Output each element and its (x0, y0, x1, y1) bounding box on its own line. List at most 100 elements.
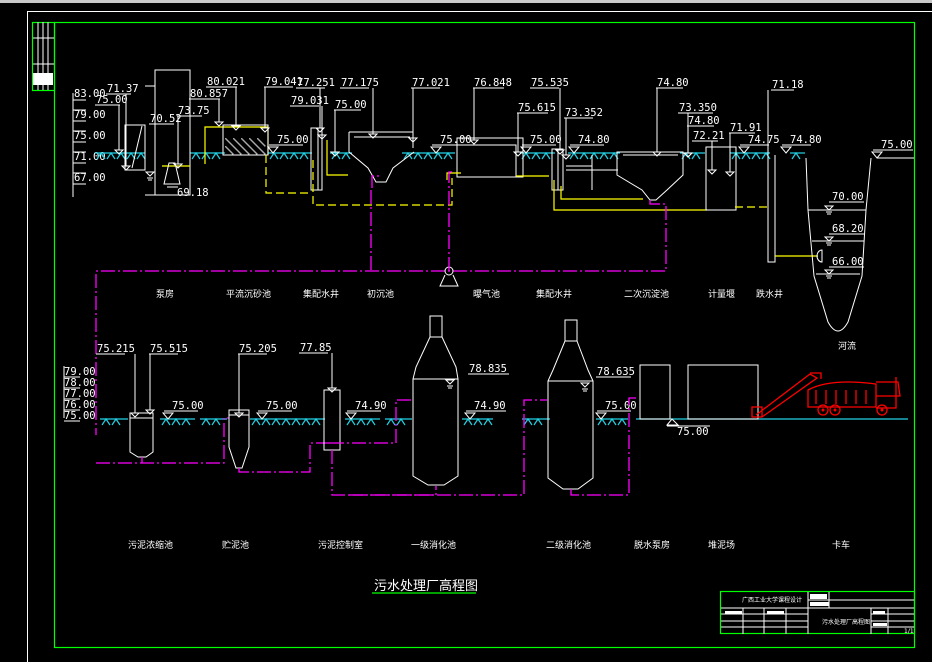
water-level-marker (326, 387, 338, 393)
water-level-marker (230, 125, 242, 131)
grit-dot (242, 139, 244, 141)
ground-hatch (691, 151, 701, 160)
unit-labels: 泵房平流沉砂池集配水井初沉池曝气池集配水井二次沉淀池计量堰跌水井河流污泥浓缩池贮… (128, 288, 856, 551)
scale-tick-label: 75.00 (64, 410, 96, 422)
unit-label-upper: 曝气池 (473, 288, 500, 300)
ground-hatch (161, 417, 171, 426)
ground-level-label: 74.90 (355, 400, 387, 412)
ground-level-label: 74.80 (790, 134, 822, 146)
water-level-marker (213, 121, 225, 127)
grit-dot (226, 139, 228, 141)
water-level-marker (172, 163, 184, 169)
grit-dot (263, 152, 265, 154)
elevation-label: 79.031 (291, 95, 329, 107)
title-block-school: 广西工业大学课程设计 (742, 596, 802, 604)
elevation-label: 75.615 (518, 102, 556, 114)
water-level-marker (682, 152, 694, 158)
elevation-label: 74.80 (657, 77, 689, 89)
ground-hatch (271, 417, 281, 426)
unit-label-lower: 二级消化池 (546, 539, 591, 551)
grit-dot (251, 140, 253, 142)
grit-dot (232, 153, 234, 155)
grit-dot (255, 152, 257, 154)
ground-hatch (579, 151, 589, 160)
water-surface-icon (579, 382, 591, 392)
unit-label-upper: 跌水井 (756, 288, 783, 300)
grit-dot (252, 149, 254, 151)
ground-level-label: 75.00 (881, 139, 913, 151)
water-surface-icon (444, 379, 456, 389)
grit-dot (233, 146, 235, 148)
title-block: 广西工业大学课程设计 污水处理厂高程图 1/1 (719, 590, 916, 635)
grit-dot (250, 139, 252, 141)
ground-hatch (96, 151, 106, 160)
grit-dot (248, 153, 250, 155)
window-top-bar (0, 0, 932, 3)
water-surface-icon (823, 205, 835, 215)
ground-hatch (433, 151, 443, 160)
grit-dot (244, 149, 246, 151)
ground-hatch (301, 417, 311, 426)
ground-hatch (597, 417, 607, 426)
grit-dot (240, 153, 242, 155)
elevation-label: 80.857 (190, 88, 228, 100)
unit-label-lower: 脱水泵房 (634, 539, 670, 551)
grit-dot (263, 144, 265, 146)
unit-label-upper: 平流沉砂池 (226, 288, 271, 300)
ground-hatch (111, 417, 121, 426)
grit-dot (261, 150, 263, 152)
elevation-label: 77.85 (300, 342, 332, 354)
truck-hub (833, 408, 837, 412)
elevation-label: 75.00 (335, 99, 367, 111)
grit-dot (234, 139, 236, 141)
elevation-label: 79.041 (265, 76, 303, 88)
sludge-pump-base (439, 274, 459, 287)
unit-label-upper: 初沉池 (367, 288, 394, 300)
grit-dot (261, 142, 263, 144)
ground-hatch (201, 417, 211, 426)
sludge-pump (370, 171, 459, 287)
grit-dot (242, 147, 244, 149)
bypass-pipe (265, 155, 312, 194)
grit-dot (245, 150, 247, 152)
unit-label-upper: 集配水井 (303, 288, 339, 300)
thickener-body (129, 412, 154, 458)
grit-dot (255, 144, 257, 146)
elevation-label: 69.18 (177, 187, 209, 199)
scale-tick-label: 79.00 (74, 109, 106, 121)
ground-level-marker (665, 418, 710, 427)
ground-level-marker (429, 146, 443, 154)
ground-level-label: 74.90 (474, 400, 506, 412)
ground-hatch (791, 151, 801, 160)
scale-tick-label: 77.00 (64, 388, 96, 400)
grit-dot (231, 144, 233, 146)
grit-dot (235, 148, 237, 150)
grit-dot (245, 142, 247, 144)
unit-label-upper: 泵房 (156, 288, 174, 300)
well-body (551, 148, 564, 191)
ground-hatch (136, 151, 146, 160)
grit-dot (225, 146, 227, 148)
connecting-channel (566, 155, 618, 190)
unit-label-lower: 污泥浓缩池 (128, 539, 173, 551)
water-level-marker (554, 149, 566, 155)
water-level-marker (144, 409, 156, 415)
grit-dot (230, 151, 232, 153)
ground-level-marker (255, 412, 269, 420)
outfall-headwall (816, 249, 823, 263)
water-level-marker (407, 137, 419, 143)
water-level-marker (129, 412, 141, 418)
ground-level-label: 74.80 (578, 134, 610, 146)
grit-dot (229, 150, 231, 152)
water-level-marker (314, 127, 326, 133)
water-level-marker (120, 165, 132, 171)
truck-wheel (829, 404, 841, 416)
grit-dot (256, 145, 258, 147)
ground-hatch (533, 417, 543, 426)
